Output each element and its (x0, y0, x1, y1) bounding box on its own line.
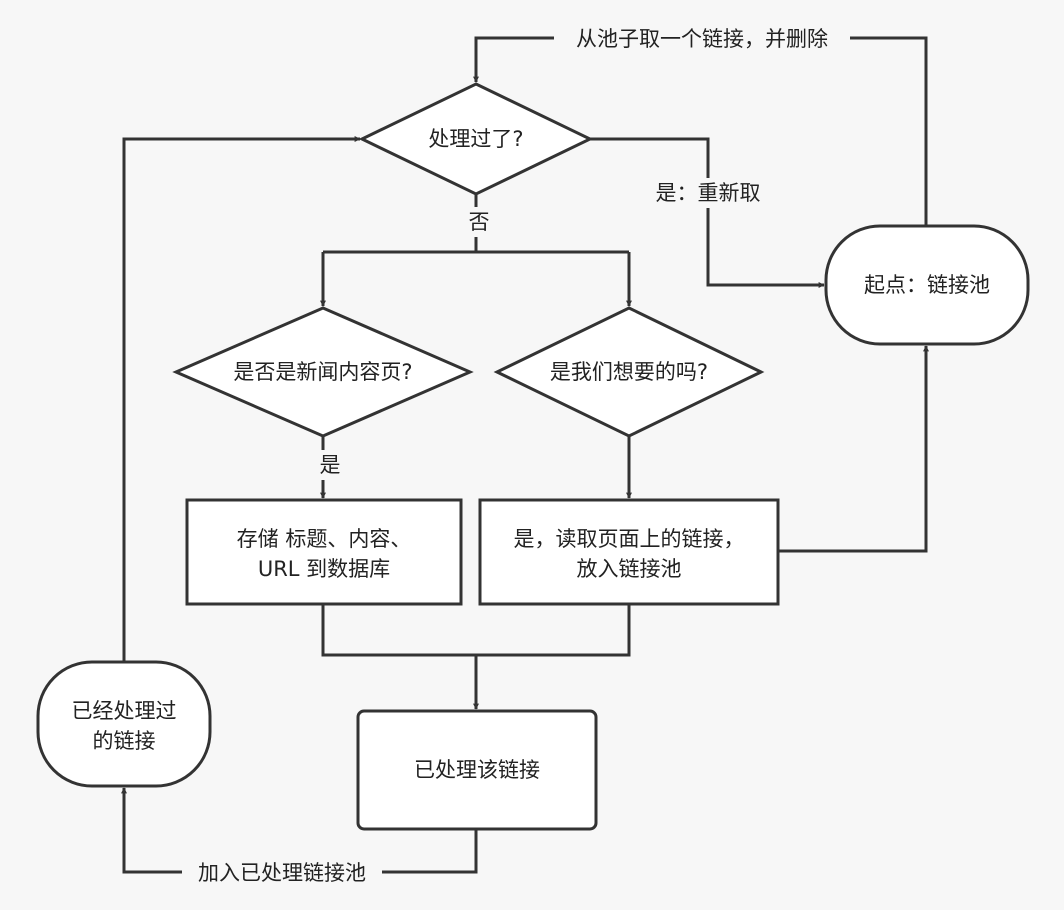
edge-label-take-from-pool: 从池子取一个链接，并删除 (554, 24, 850, 54)
processed-check-label: 处理过了? (428, 127, 524, 151)
store-db-label-line1: 存储 标题、内容、 (236, 527, 412, 551)
is-news-page-label: 是否是新闻内容页? (233, 360, 413, 384)
store-db-label-line2: URL 到数据库 (257, 557, 391, 581)
read-links-label-line2: 放入链接池 (576, 557, 682, 581)
read-links-box (478, 498, 780, 606)
start-pool-label: 起点：链接池 (864, 273, 990, 297)
edge-store-down (321, 604, 631, 657)
edge-yes-refetch (590, 137, 825, 288)
is-wanted-label: 是我们想要的吗? (549, 360, 709, 384)
edge-processed-pool-to-check (122, 136, 361, 662)
edge-label-no: 否 (463, 207, 495, 237)
marked-processed-label: 已处理该链接 (414, 758, 540, 782)
processed-pool-label-line2: 的链接 (92, 729, 156, 753)
read-links-label-line1: 是，读取页面上的链接， (513, 527, 745, 551)
edge-label-add-to-processed: 加入已处理链接池 (182, 858, 382, 888)
edge-label-yes-refetch: 是：重新取 (644, 178, 772, 208)
edge-label-yes: 是 (313, 450, 347, 480)
store-db-box (185, 498, 463, 606)
edge-read-to-pool (778, 345, 929, 553)
processed-pool-label-line1: 已经处理过 (71, 699, 177, 723)
